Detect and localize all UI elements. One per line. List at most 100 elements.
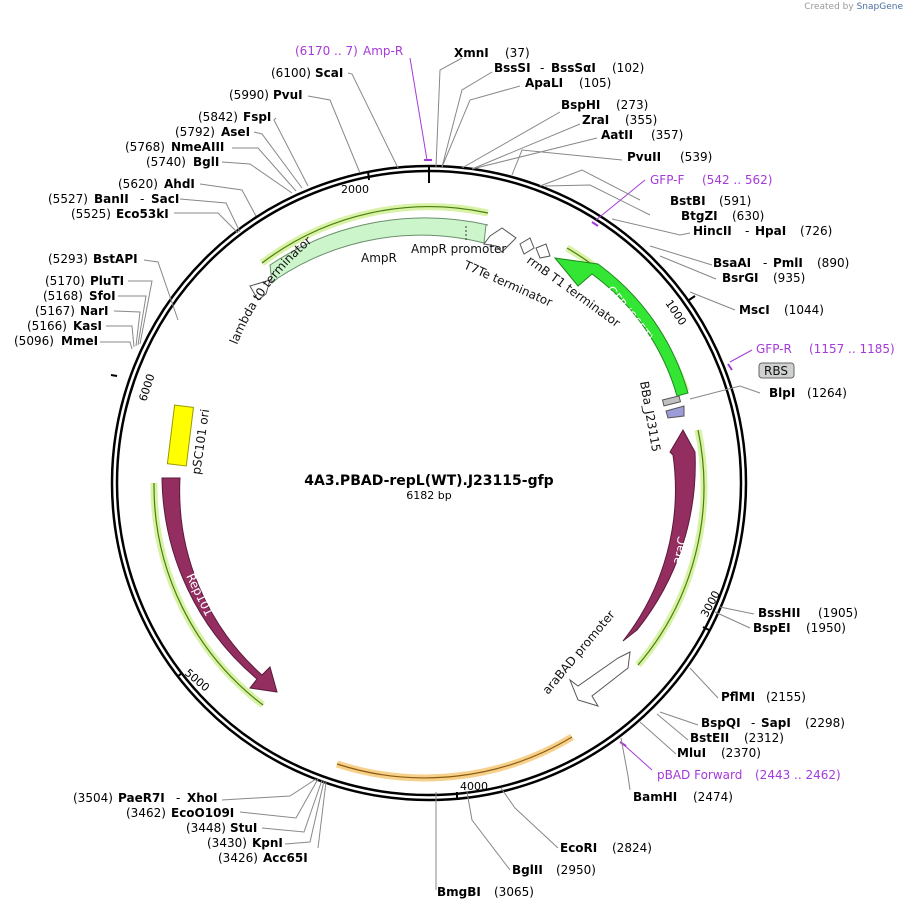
site-mmei[interactable]: MmeI: [61, 334, 98, 348]
site-acc65i-pos: (3426): [218, 851, 258, 865]
site-ahdi[interactable]: AhdI: [164, 177, 195, 191]
site-pvui[interactable]: PvuI: [273, 88, 303, 102]
site-hincii-sep: -: [745, 224, 749, 238]
rep-highlight-line: [153, 482, 264, 706]
site-acc65i[interactable]: Acc65I: [263, 851, 308, 865]
gfp-f-primer-mark[interactable]: [591, 221, 599, 227]
bottom-highlight-line: [336, 736, 573, 779]
site-ecoo109i[interactable]: EcoO109I: [171, 806, 234, 820]
ampr-promoter-arrow[interactable]: [483, 227, 517, 253]
site-bsrgi-pos: (935): [773, 271, 805, 285]
site-zrai-pos: (355): [625, 113, 657, 127]
site-hpai[interactable]: HpaI: [755, 224, 786, 238]
site-mlui[interactable]: MluI: [677, 746, 706, 760]
credit-prefix: Created by: [804, 2, 854, 12]
site-bspqi-sep: -: [751, 716, 755, 730]
site-bsssai[interactable]: BssSαI: [551, 61, 596, 75]
rep101-feature-arrow[interactable]: [161, 477, 278, 693]
site-hincii[interactable]: HincII: [693, 224, 732, 238]
site-eco53ki-pos: (5525): [71, 207, 111, 221]
site-pvuii[interactable]: PvuII: [627, 150, 661, 164]
site-bamhi[interactable]: BamHI: [633, 790, 677, 804]
tick-label-2000: 3000: [698, 589, 723, 620]
site-bsssi[interactable]: BssSI: [494, 61, 531, 75]
site-bspqi[interactable]: BspQI: [701, 716, 741, 730]
site-kpni[interactable]: KpnI: [252, 836, 283, 850]
gfp-r-primer-mark[interactable]: [727, 363, 733, 371]
site-msci[interactable]: MscI: [739, 303, 770, 317]
site-pflmi[interactable]: PflMI: [721, 690, 755, 704]
site-nari[interactable]: NarI: [80, 304, 109, 318]
ampr-feature-arrow[interactable]: [269, 217, 489, 284]
site-bsshii[interactable]: BssHII: [758, 606, 800, 620]
site-zrai[interactable]: ZraI: [582, 113, 609, 127]
site-bstapi[interactable]: BstAPI: [93, 252, 138, 266]
psc101-ori-feature[interactable]: [166, 404, 195, 467]
site-bstbi[interactable]: BstBI: [670, 194, 706, 208]
site-eco53ki[interactable]: Eco53kI: [116, 207, 169, 221]
site-leaders: [100, 57, 761, 890]
site-btgzi[interactable]: BtgZI: [681, 209, 718, 223]
site-paer7i[interactable]: PaeR7I: [118, 791, 165, 805]
site-fspi[interactable]: FspI: [243, 110, 271, 124]
arac-feature-arrow[interactable]: [622, 428, 696, 642]
site-blpi[interactable]: BlpI: [769, 386, 795, 400]
site-saci[interactable]: SacI: [151, 192, 179, 206]
site-apali[interactable]: ApaLI: [525, 76, 563, 90]
tick-mark-6000: [367, 170, 370, 181]
site-pluti[interactable]: PluTI: [90, 274, 124, 288]
rbs-label-text: RBS: [764, 364, 788, 378]
site-stui[interactable]: StuI: [230, 821, 257, 835]
site-ecori[interactable]: EcoRI: [560, 841, 597, 855]
arabad-promoter-arrow[interactable]: [568, 651, 631, 707]
site-nmeaiii[interactable]: NmeAIII: [171, 140, 224, 154]
site-kasi-pos: (5166): [27, 319, 67, 333]
site-bsteii[interactable]: BstEII: [690, 731, 729, 745]
rrnb-terminator-arrow[interactable]: [535, 243, 551, 259]
site-bgli-pos: (5740): [146, 155, 186, 169]
site-pluti-pos: (5170): [45, 274, 85, 288]
site-bsssi-pos: (102): [612, 61, 644, 75]
snapgene-credit: Created by SnapGene: [804, 2, 903, 12]
amp-r-primer-leader: [409, 57, 428, 161]
site-hincii-pos: (726): [800, 224, 832, 238]
site-bglii[interactable]: BglII: [512, 863, 543, 877]
site-bsrgi[interactable]: BsrGI: [722, 271, 759, 285]
site-bsaai[interactable]: BsaAI: [713, 256, 751, 270]
bba-promoter-feature[interactable]: [665, 405, 685, 419]
tick-mark-4000: [176, 672, 183, 678]
site-scai[interactable]: ScaI: [315, 66, 343, 80]
bba-label: BBa_J23115: [637, 380, 663, 453]
site-xmni[interactable]: XmnI: [454, 46, 489, 60]
t7te-terminator-arrow[interactable]: [519, 237, 535, 255]
lambda-terminator-arrow[interactable]: [249, 279, 271, 301]
site-bsphi[interactable]: BspHI: [561, 98, 600, 112]
site-nmeaiii-pos: (5768): [125, 140, 165, 154]
site-bsssi-sep: -: [540, 61, 544, 75]
site-asei[interactable]: AseI: [221, 125, 250, 139]
site-sapi[interactable]: SapI: [761, 716, 791, 730]
arac-label: araC: [669, 535, 689, 566]
site-bgli[interactable]: BglI: [193, 155, 219, 169]
tick-label-1000: 1000: [663, 297, 689, 327]
site-bspei-pos: (1950): [806, 621, 846, 635]
gfp-r-primer-pos: (1157 .. 1185): [809, 342, 895, 356]
site-bspei[interactable]: BspEI: [753, 621, 791, 635]
backbone: [110, 164, 748, 802]
site-sfoi[interactable]: SfoI: [89, 289, 116, 303]
lambda-terminator-label: lambda t0 terminator: [227, 234, 314, 347]
site-bmgbi[interactable]: BmgBI: [437, 885, 481, 899]
site-kasi[interactable]: KasI: [73, 319, 102, 333]
site-xhoi[interactable]: XhoI: [187, 791, 218, 805]
gfp-f-primer-name: GFP-F: [650, 173, 685, 187]
site-apali-pos: (105): [579, 76, 611, 90]
gfp-feature-arrow[interactable]: [553, 257, 689, 397]
site-banii[interactable]: BanII: [94, 192, 129, 206]
site-pmli[interactable]: PmlI: [773, 256, 803, 270]
site-bspqi-pos: (2298): [805, 716, 845, 730]
site-aatii-pos: (357): [651, 128, 683, 142]
site-aatii[interactable]: AatII: [601, 128, 633, 142]
site-fspi-pos: (5842): [198, 110, 238, 124]
rbs-feature[interactable]: [661, 395, 682, 407]
